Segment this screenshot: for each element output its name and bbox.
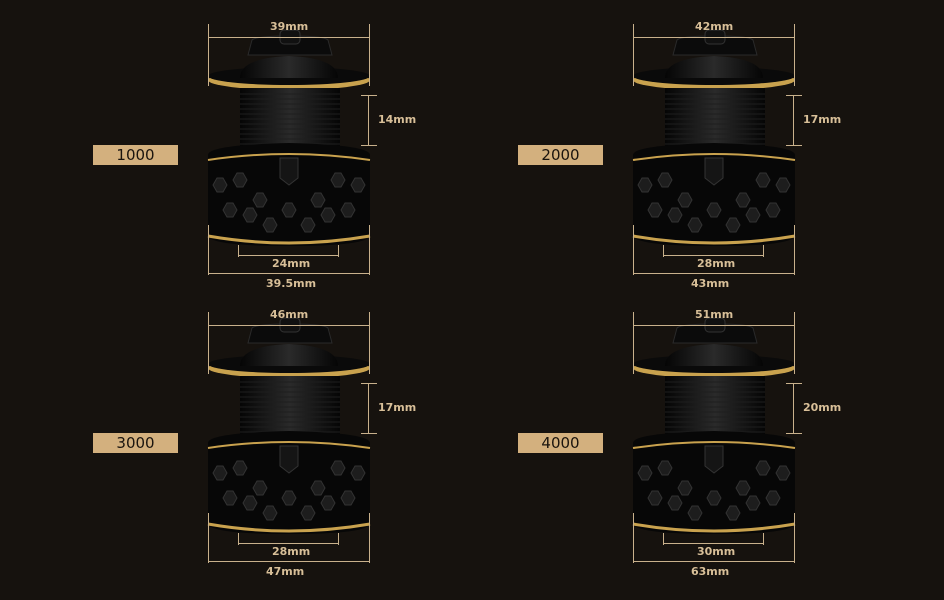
model-size-label: 3000 <box>93 433 178 453</box>
bottom-width-tick-right <box>794 513 795 563</box>
inner-width-tick-left <box>663 533 664 545</box>
inner-width-tick-left <box>238 533 239 545</box>
top-width-line <box>633 37 794 38</box>
line-height-line <box>793 95 794 145</box>
bottom-width-tick-right <box>794 225 795 275</box>
model-size-label: 4000 <box>518 433 603 453</box>
spool-image <box>625 298 805 542</box>
top-width-tick-right <box>369 312 370 374</box>
inner-width-label: 28mm <box>697 257 736 270</box>
spool-panel-1000: 1000 39mm 14mm 24mm 39.5mm <box>0 0 420 290</box>
inner-width-tick-left <box>238 245 239 257</box>
top-width-tick-right <box>794 24 795 86</box>
spool-panel-3000: 3000 46mm 17mm 28mm 47mm <box>0 288 420 578</box>
top-width-tick-left <box>633 312 634 374</box>
line-height-label: 17mm <box>803 113 842 126</box>
spool-image <box>200 298 380 542</box>
bottom-width-line <box>633 561 794 562</box>
bottom-width-tick-left <box>208 225 209 275</box>
line-height-label: 17mm <box>378 401 417 414</box>
top-width-label: 51mm <box>695 308 734 321</box>
line-height-label: 20mm <box>803 401 842 414</box>
bottom-width-line <box>208 273 369 274</box>
inner-width-tick-right <box>338 533 339 545</box>
bottom-width-tick-left <box>633 225 634 275</box>
inner-width-line <box>663 543 763 544</box>
top-width-tick-right <box>794 312 795 374</box>
line-height-tick-bottom <box>361 433 377 434</box>
line-height-tick-bottom <box>361 145 377 146</box>
top-width-tick-left <box>633 24 634 86</box>
line-height-line <box>793 383 794 433</box>
inner-width-tick-right <box>763 533 764 545</box>
line-height-tick-top <box>786 95 802 96</box>
inner-width-line <box>663 255 763 256</box>
inner-width-label: 30mm <box>697 545 736 558</box>
spool-image <box>200 10 380 254</box>
model-size-label: 2000 <box>518 145 603 165</box>
bottom-width-tick-right <box>369 513 370 563</box>
line-height-tick-top <box>786 383 802 384</box>
bottom-width-tick-left <box>208 513 209 563</box>
inner-width-label: 24mm <box>272 257 311 270</box>
bottom-width-label: 39.5mm <box>266 277 317 290</box>
spool-panel-2000: 2000 42mm 17mm 28mm 43mm <box>425 0 845 290</box>
top-width-label: 46mm <box>270 308 309 321</box>
bottom-width-label: 47mm <box>266 565 305 578</box>
bottom-width-tick-right <box>369 225 370 275</box>
inner-width-line <box>238 543 338 544</box>
inner-width-tick-left <box>663 245 664 257</box>
spool-panel-4000: 4000 51mm 20mm 30mm 63mm <box>425 288 845 578</box>
bottom-width-label: 63mm <box>691 565 730 578</box>
bottom-width-label: 43mm <box>691 277 730 290</box>
line-height-label: 14mm <box>378 113 417 126</box>
line-height-tick-top <box>361 383 377 384</box>
line-height-line <box>368 383 369 433</box>
top-width-label: 39mm <box>270 20 309 33</box>
bottom-width-line <box>208 561 369 562</box>
bottom-width-tick-left <box>633 513 634 563</box>
line-height-tick-bottom <box>786 433 802 434</box>
top-width-line <box>208 325 369 326</box>
inner-width-tick-right <box>763 245 764 257</box>
line-height-tick-bottom <box>786 145 802 146</box>
bottom-width-line <box>633 273 794 274</box>
top-width-tick-right <box>369 24 370 86</box>
model-size-label: 1000 <box>93 145 178 165</box>
top-width-line <box>208 37 369 38</box>
inner-width-tick-right <box>338 245 339 257</box>
top-width-tick-left <box>208 24 209 86</box>
inner-width-label: 28mm <box>272 545 311 558</box>
top-width-tick-left <box>208 312 209 374</box>
line-height-line <box>368 95 369 145</box>
top-width-label: 42mm <box>695 20 734 33</box>
inner-width-line <box>238 255 338 256</box>
top-width-line <box>633 325 794 326</box>
line-height-tick-top <box>361 95 377 96</box>
spool-image <box>625 10 805 254</box>
